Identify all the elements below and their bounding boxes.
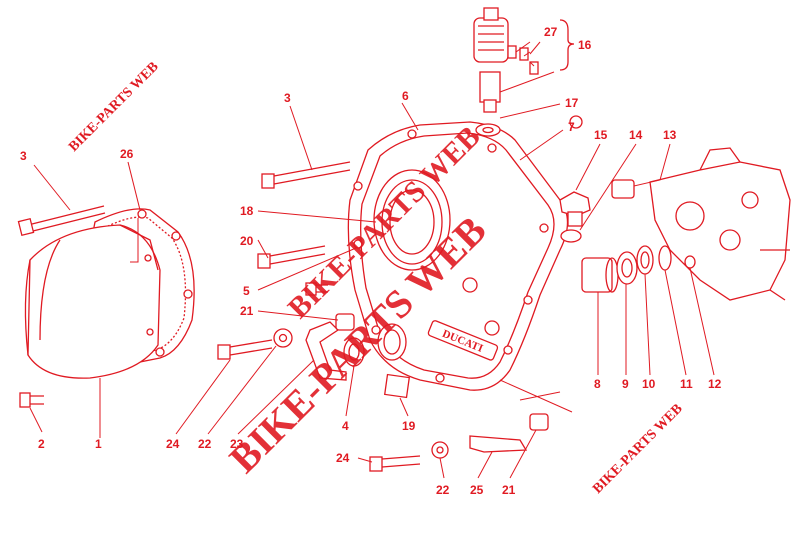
oring-small [569, 115, 583, 129]
callout-3-left: 3 [20, 149, 27, 163]
bolt-part-3-upper [261, 161, 351, 189]
oring-part-12 [684, 255, 696, 269]
callout-21-lower: 21 [502, 483, 516, 497]
callout-12: 12 [708, 377, 722, 391]
callout-27: 27 [544, 25, 558, 39]
callout-24-upper: 24 [166, 437, 180, 451]
bushing-part-13 [611, 179, 635, 199]
callout-23: 23 [230, 437, 244, 451]
callout-26: 26 [120, 147, 134, 161]
callout-9: 9 [622, 377, 629, 391]
callout-18: 18 [240, 204, 254, 218]
watermark-small-bottom: BIKE-PARTS WEB [590, 401, 685, 496]
bolt-part-5 [305, 282, 328, 296]
callout-21-upper: 21 [240, 304, 254, 318]
callout-22-upper: 22 [198, 437, 212, 451]
bolt-part-24-lower [369, 455, 421, 472]
callout-19: 19 [402, 419, 416, 433]
bracket-16 [559, 19, 575, 71]
watermark-small: BIKE-PARTS WEB [66, 59, 161, 154]
bolt-part-2 [19, 392, 44, 408]
engine-housing-right [649, 147, 791, 301]
bracket-part-25 [469, 435, 528, 453]
callout-3-upper: 3 [284, 91, 291, 105]
washer-part-22-lower [431, 441, 449, 459]
oring-part-14 [560, 229, 582, 243]
callout-5: 5 [243, 284, 250, 298]
callout-16: 16 [578, 38, 592, 52]
bearing-part-9 [616, 251, 638, 285]
plate-part-19 [383, 373, 411, 399]
callout-10: 10 [642, 377, 656, 391]
spacer-part-21-upper [335, 313, 355, 331]
washer-part-17 [475, 123, 501, 137]
callout-8: 8 [594, 377, 601, 391]
callout-25: 25 [470, 483, 484, 497]
callout-4: 4 [342, 419, 349, 433]
bushing-part-8 [581, 257, 619, 293]
callout-22-lower: 22 [436, 483, 450, 497]
bracket-part-23 [305, 321, 347, 381]
seal-part-10 [636, 245, 654, 275]
callout-13: 13 [663, 128, 677, 142]
crankcase-cover-part-6: DUCATI [347, 121, 569, 391]
callout-17: 17 [565, 96, 579, 110]
washer-part-22-upper [273, 328, 293, 348]
bolt-part-24-upper [217, 339, 273, 360]
bolt-part-20 [257, 245, 326, 269]
filter-cap-part-27 [473, 7, 509, 63]
callout-20: 20 [240, 234, 254, 248]
callout-7: 7 [568, 120, 575, 134]
callout-14: 14 [629, 128, 643, 142]
callout-1: 1 [95, 437, 102, 451]
clutch-cover-part-1 [24, 224, 161, 379]
callout-11: 11 [680, 377, 693, 391]
oring-ring-large [377, 323, 407, 361]
plug-part-15 [559, 191, 591, 227]
callout-6: 6 [402, 89, 409, 103]
callout-15: 15 [594, 128, 608, 142]
bolt-part-3-left [17, 205, 106, 237]
sensor-part-16 [479, 45, 539, 113]
circlip-part-11 [658, 245, 672, 271]
callout-24-lower: 24 [336, 451, 350, 465]
spacer-part-21-lower [529, 413, 549, 431]
leader-lines [29, 41, 715, 479]
callout-2: 2 [38, 437, 45, 451]
